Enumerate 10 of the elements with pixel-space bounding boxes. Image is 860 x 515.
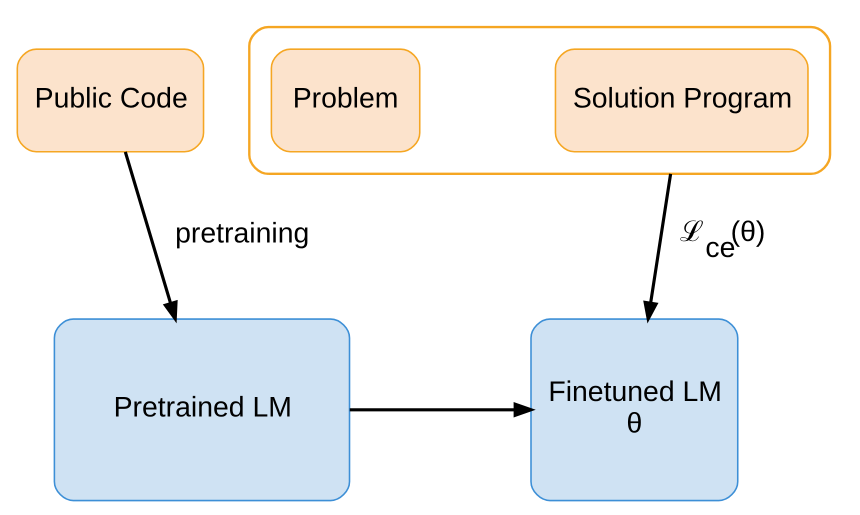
node-box: Problem xyxy=(270,48,421,153)
arrow xyxy=(350,402,536,418)
cluster xyxy=(248,26,832,176)
node-box: Pretrained LM xyxy=(54,318,350,502)
edge-label: pretraining xyxy=(175,217,310,250)
arrow xyxy=(643,174,672,324)
node-box: Public Code xyxy=(16,48,204,153)
node-box: Finetuned LM θ xyxy=(530,318,739,502)
arrow xyxy=(124,151,178,324)
node-box: Solution Program xyxy=(554,48,809,153)
